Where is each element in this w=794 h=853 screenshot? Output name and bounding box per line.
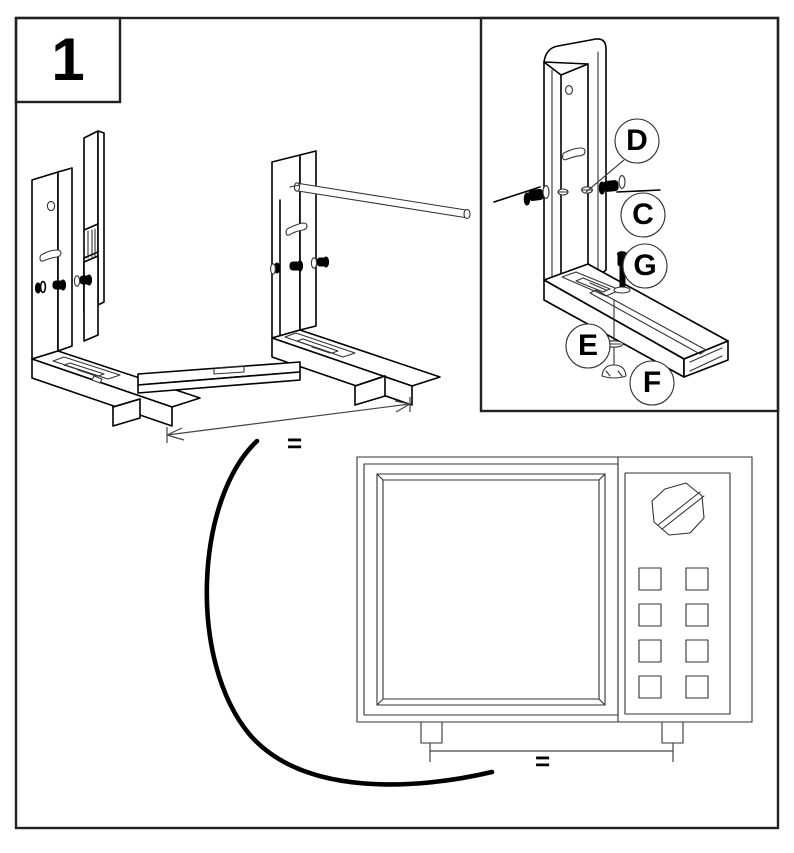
right-plate-face	[271, 154, 301, 339]
microwave-button-grid	[638, 567, 709, 699]
callout-label-f: F	[642, 366, 662, 399]
detail-rail-end-inner-b	[689, 355, 723, 372]
cross-rail-front	[137, 371, 301, 394]
callout-label-e: E	[577, 329, 598, 362]
detail-plate-top-fold	[560, 63, 589, 76]
microwave-foot-right	[661, 721, 684, 744]
bolt-axis-left	[493, 186, 541, 203]
callout-circle-g	[622, 243, 668, 289]
frame-width-equals-label: =	[287, 428, 303, 458]
callout-circle-f	[629, 360, 675, 406]
left-bracket-bolts	[34, 274, 93, 294]
page-border	[14, 16, 780, 830]
cross-rail	[137, 361, 301, 394]
microwave-button[interactable]	[638, 567, 662, 591]
left-base-slot-line	[77, 369, 97, 377]
left-post-joint-b	[83, 251, 99, 259]
microwave-button[interactable]	[638, 639, 662, 663]
left-base-recess	[52, 356, 121, 380]
right-bracket	[270, 150, 471, 406]
left-post-joint-a	[83, 223, 99, 231]
callout-circles	[565, 118, 675, 406]
microwave-foot-left	[420, 721, 443, 744]
step-number-box	[14, 16, 122, 104]
detail-rail-groove	[589, 289, 707, 355]
transfer-arc-arrow	[204, 438, 495, 787]
left-post-side	[97, 130, 105, 306]
left-bracket	[31, 130, 201, 427]
microwave-button[interactable]	[685, 675, 709, 699]
right-plate-side	[299, 150, 317, 331]
left-plate-face	[57, 167, 73, 352]
detail-hardware-row	[493, 175, 661, 206]
cross-rail-notch	[213, 365, 245, 375]
microwave-knob	[651, 482, 705, 536]
step-number: 1	[51, 26, 85, 93]
left-plate-edge	[31, 171, 59, 360]
right-base-recess-inner	[296, 338, 339, 354]
detail-rail-recess	[561, 271, 621, 297]
callout-label-g: G	[633, 249, 657, 282]
nut-f	[601, 364, 627, 379]
long-rod	[289, 182, 471, 220]
microwave-window-inner	[382, 479, 600, 700]
detail-rail-slot-line	[589, 282, 607, 291]
microwave-window-bevel-corners	[376, 473, 606, 706]
microwave-width-equals-label: =	[535, 746, 551, 776]
left-plate-round-hole	[46, 200, 56, 212]
right-base-slot-line	[311, 346, 331, 354]
detail-plate-outer	[543, 38, 607, 286]
left-foot-top	[112, 398, 141, 408]
right-plate-slot	[285, 222, 308, 236]
microwave-foot-dimension	[429, 743, 674, 762]
microwave-button[interactable]	[685, 639, 709, 663]
microwave-button[interactable]	[685, 603, 709, 627]
left-plate-slot	[39, 249, 62, 262]
right-bracket-bolts	[270, 256, 330, 275]
callout-label-d: D	[626, 124, 648, 157]
bracket-assembly-drawing	[31, 130, 471, 443]
detail-plate-round-hole	[565, 85, 573, 95]
callout-d-leader	[585, 159, 625, 193]
frame-width-dimension	[166, 397, 411, 443]
microwave-button[interactable]	[638, 603, 662, 627]
detail-inset-border	[479, 16, 780, 413]
callout-label-c: C	[632, 198, 654, 231]
left-base-tab	[91, 375, 103, 384]
microwave-drawing	[356, 456, 753, 762]
callout-circle-d	[614, 118, 660, 164]
microwave-button[interactable]	[685, 567, 709, 591]
microwave-button[interactable]	[638, 675, 662, 699]
right-base-recess	[284, 332, 356, 358]
right-foot-top	[354, 375, 386, 387]
detail-rail-end-inner-a	[689, 347, 723, 363]
left-post-lower	[83, 255, 99, 342]
detail-rail-recess-inner	[575, 277, 611, 293]
detail-inset-drawing	[493, 38, 729, 379]
callout-circle-c	[620, 192, 666, 238]
callout-circle-e	[565, 323, 611, 369]
detail-plate-slot	[562, 147, 586, 161]
left-base-recess-inner	[63, 362, 105, 377]
bolt-axis-right	[616, 189, 661, 193]
left-post-hatch	[87, 228, 96, 259]
